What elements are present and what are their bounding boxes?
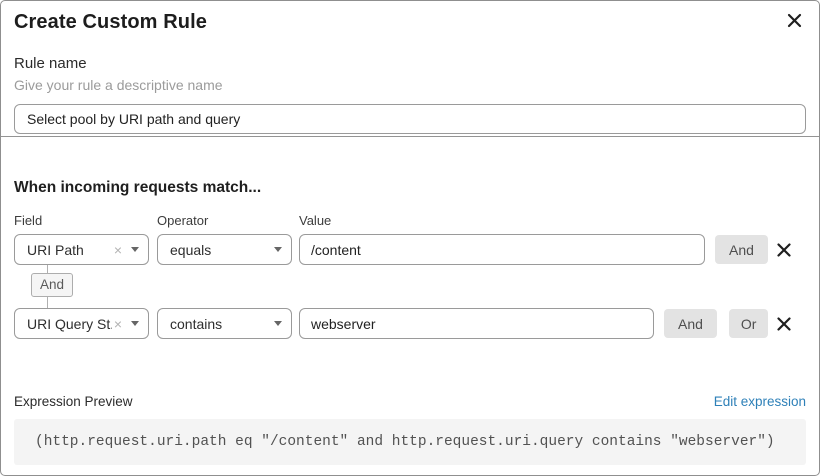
column-labels: Field Operator Value xyxy=(14,213,806,228)
field-column-label: Field xyxy=(14,213,43,228)
operator-select-1[interactable]: equals xyxy=(157,234,292,265)
x-icon xyxy=(777,242,791,257)
x-icon xyxy=(777,316,791,331)
connector-line-bottom xyxy=(47,297,48,308)
rule-name-label: Rule name xyxy=(14,55,87,72)
and-connector-pill: And xyxy=(31,273,74,297)
value-input-1[interactable] xyxy=(299,234,705,265)
field-select-1[interactable]: URI Path × xyxy=(14,234,149,265)
chevron-down-icon xyxy=(274,247,282,252)
dialog-title: Create Custom Rule xyxy=(14,11,207,33)
field-select-2[interactable]: URI Query St... × xyxy=(14,308,149,339)
remove-condition-1-button[interactable] xyxy=(775,241,793,259)
chevron-down-icon xyxy=(131,247,139,252)
clear-field-icon[interactable]: × xyxy=(113,315,122,332)
expression-preview-label: Expression Preview xyxy=(14,394,133,409)
chevron-down-icon xyxy=(131,321,139,326)
condition-row-2: URI Query St... × contains And Or xyxy=(14,308,806,339)
operator-select-2-value: contains xyxy=(170,315,223,332)
operator-select-1-value: equals xyxy=(170,241,212,258)
edit-expression-link[interactable]: Edit expression xyxy=(713,394,806,409)
rule-name-input[interactable] xyxy=(14,104,806,134)
field-select-2-value: URI Query St... xyxy=(27,315,112,332)
clear-field-icon[interactable]: × xyxy=(113,241,122,258)
or-button-row-2[interactable]: Or xyxy=(728,309,769,338)
chevron-down-icon xyxy=(274,321,282,326)
field-select-1-value: URI Path xyxy=(27,241,84,258)
row-connector: And xyxy=(14,265,806,308)
match-section-heading: When incoming requests match... xyxy=(14,179,262,196)
and-button-row-1[interactable]: And xyxy=(715,235,768,264)
value-column-label: Value xyxy=(299,213,332,228)
connector-line-top xyxy=(47,265,48,274)
value-input-2[interactable] xyxy=(299,308,654,339)
rule-name-hint: Give your rule a descriptive name xyxy=(14,77,223,93)
and-button-row-2[interactable]: And xyxy=(664,309,717,338)
condition-row-1: URI Path × equals And xyxy=(14,234,806,265)
expression-code: (http.request.uri.path eq "/content" and… xyxy=(14,419,806,465)
close-icon xyxy=(787,13,801,27)
close-button[interactable] xyxy=(783,9,805,31)
operator-select-2[interactable]: contains xyxy=(157,308,292,339)
section-divider xyxy=(1,136,819,137)
operator-column-label: Operator xyxy=(157,213,209,228)
remove-condition-2-button[interactable] xyxy=(775,315,793,333)
